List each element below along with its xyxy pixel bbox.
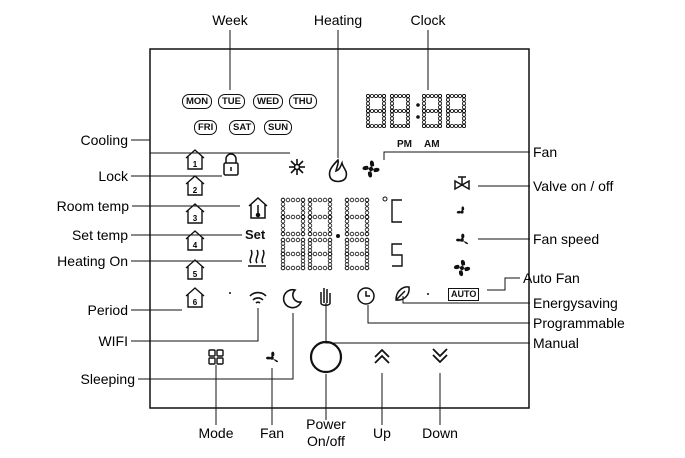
period-number: 6 xyxy=(193,298,198,307)
temp-digits xyxy=(280,196,403,271)
label-energysaving: Energysaving xyxy=(533,295,618,311)
label-manual: Manual xyxy=(533,335,579,351)
lock-icon xyxy=(223,153,239,176)
heat-waves-icon xyxy=(248,249,266,267)
room-temp-digit xyxy=(344,197,370,237)
clock-digit xyxy=(445,94,466,129)
clock-digit xyxy=(421,94,442,129)
room-temp-digit xyxy=(280,197,306,237)
power-button-icon xyxy=(309,340,343,374)
label-lock: Lock xyxy=(98,168,128,184)
clock-colon-top xyxy=(416,103,420,107)
label-heating-on: Heating On xyxy=(57,253,128,269)
flame-icon xyxy=(328,158,348,183)
label-wifi: WIFI xyxy=(98,333,128,349)
period-house-icon: 2 xyxy=(185,175,205,196)
wifi-icon xyxy=(249,291,267,304)
label-heating: Heating xyxy=(313,12,363,28)
period-house-icon: 1 xyxy=(185,149,205,170)
set-indicator: Set xyxy=(245,227,266,242)
moon-icon xyxy=(282,288,303,309)
s-segment xyxy=(391,243,403,267)
label-period: Period xyxy=(87,302,128,318)
label-up: Up xyxy=(373,425,391,441)
wifi-leader xyxy=(131,308,259,342)
period-number: 3 xyxy=(193,214,198,223)
thermostat-panel xyxy=(149,48,530,409)
day-badge-sat: SAT xyxy=(229,120,256,135)
leader-lines xyxy=(131,30,530,425)
label-power-onoff: On/off xyxy=(307,433,345,449)
fan-icon xyxy=(362,160,380,178)
label-auto-fan: Auto Fan xyxy=(523,270,580,286)
label-set-temp: Set temp xyxy=(71,227,128,243)
chevron-down-icon xyxy=(432,348,448,364)
label-fan-speed: Fan speed xyxy=(533,231,600,247)
valve-icon xyxy=(454,176,470,191)
period-house-icon: 6 xyxy=(185,287,205,308)
period-house-icon: 5 xyxy=(185,259,205,280)
leaf-icon xyxy=(395,286,410,301)
chevron-up-icon xyxy=(374,348,390,364)
day-badge-tue: TUE xyxy=(218,94,245,109)
label-programmable: Programmable xyxy=(533,315,625,331)
clock-digit xyxy=(389,94,410,129)
room-temp-digit xyxy=(307,197,333,237)
fan-button-icon xyxy=(266,351,278,363)
label-room-temp: Room temp xyxy=(56,198,129,214)
thermometer-house-icon xyxy=(248,196,268,219)
decimal-point xyxy=(336,234,340,238)
period-number: 2 xyxy=(193,186,198,195)
period-number: 4 xyxy=(193,241,198,250)
clock-digit xyxy=(365,94,386,129)
degree-mark xyxy=(382,196,388,202)
clock-colon-bottom xyxy=(416,115,420,119)
auto-fan-indicator: AUTO xyxy=(448,288,480,301)
day-badge-fri: FRI xyxy=(194,120,218,135)
fan-top-leader xyxy=(383,151,530,160)
pm-indicator: PM xyxy=(397,139,412,150)
period-number: 1 xyxy=(193,160,198,169)
set-temp-digit xyxy=(307,237,333,271)
hand-icon xyxy=(320,288,331,306)
label-fan-bottom: Fan xyxy=(259,425,285,441)
label-week: Week xyxy=(212,12,248,28)
period-house-icon: 3 xyxy=(185,203,205,224)
label-valve: Valve on / off xyxy=(533,178,614,194)
label-cooling: Cooling xyxy=(80,132,128,148)
programmable-leader xyxy=(367,305,530,324)
label-sleeping: Sleeping xyxy=(80,371,136,387)
label-fan-top: Fan xyxy=(533,144,558,160)
fan-speed-high-icon xyxy=(453,259,471,277)
set-temp-digit xyxy=(280,237,306,271)
clock-digits xyxy=(365,94,466,129)
day-badge-mon: MON xyxy=(182,94,213,109)
day-badge-wed: WED xyxy=(253,94,284,109)
grid-icon xyxy=(208,349,224,365)
label-power: Power xyxy=(306,416,346,432)
small-dot-left xyxy=(229,292,231,294)
fan-speed-low-icon xyxy=(456,206,465,214)
small-dot-right xyxy=(427,293,429,295)
day-badge-sun: SUN xyxy=(264,120,293,135)
clock-icon xyxy=(357,287,375,305)
label-clock: Clock xyxy=(410,12,446,28)
cooling-leader xyxy=(131,139,290,154)
label-mode: Mode xyxy=(198,425,234,441)
snowflake-icon xyxy=(289,159,305,175)
auto-fan-leader xyxy=(487,277,520,291)
day-badge-thu: THU xyxy=(289,94,317,109)
period-icons: 1 2 3 4 5 6 xyxy=(185,149,205,308)
period-house-icon: 4 xyxy=(185,230,205,251)
period-number: 5 xyxy=(193,270,198,279)
sleeping-leader xyxy=(138,313,294,380)
celsius-segment xyxy=(391,199,402,223)
set-temp-digit xyxy=(344,237,370,271)
label-down: Down xyxy=(422,425,458,441)
fan-speed-mid-icon xyxy=(456,233,468,245)
am-indicator: AM xyxy=(424,139,440,150)
